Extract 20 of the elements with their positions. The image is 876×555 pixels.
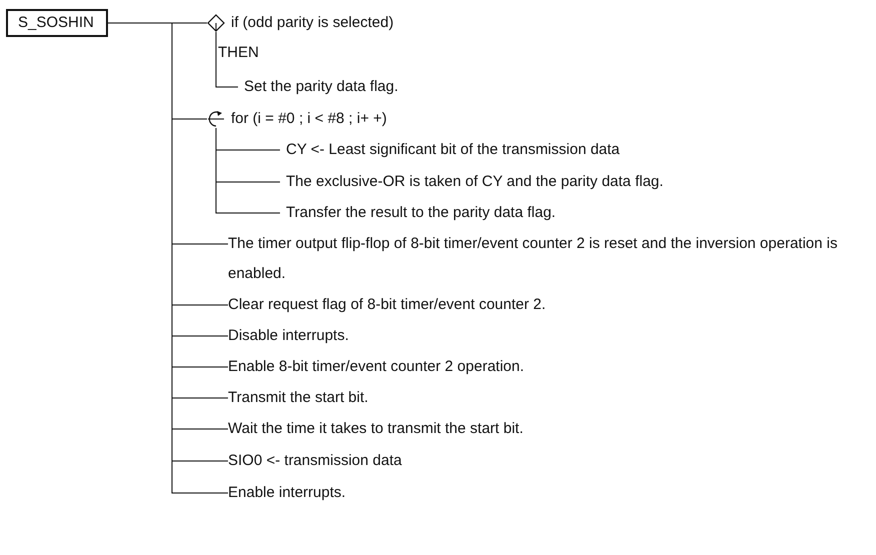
decision-step: [207, 14, 394, 32]
step-text: Set the parity data flag.: [244, 77, 398, 97]
step-text: SIO0 <- transmission data: [228, 451, 402, 471]
branch-label: THEN: [218, 43, 259, 63]
process-box: S_SOSHIN: [6, 9, 108, 37]
step-text: Enable interrupts.: [228, 483, 346, 503]
loop-step: [207, 110, 387, 128]
condition-text: if (odd parity is selected): [231, 13, 394, 33]
loop-condition-text: for (i = #0 ; i < #8 ; i+ +): [231, 109, 387, 129]
connector-line: [216, 128, 280, 214]
step-text: Wait the time it takes to transmit the start bit.: [228, 419, 524, 439]
step-text: CY <- Least significant bit of the transmission data: [286, 140, 620, 160]
step-text: Enable 8-bit timer/event counter 2 operation.: [228, 357, 524, 377]
step-text: Transfer the result to the parity data flag.: [286, 203, 556, 223]
step-text: Disable interrupts.: [228, 326, 349, 346]
step-text: Clear request flag of 8-bit timer/event counter 2.: [228, 295, 546, 315]
step-text: The timer output flip-flop of 8-bit timer/event counter 2 is reset and the inversion operation is enabled.: [228, 229, 858, 289]
connector-line: [216, 32, 238, 88]
step-text: The exclusive-OR is taken of CY and the parity data flag.: [286, 172, 664, 192]
step-text: Transmit the start bit.: [228, 388, 368, 408]
